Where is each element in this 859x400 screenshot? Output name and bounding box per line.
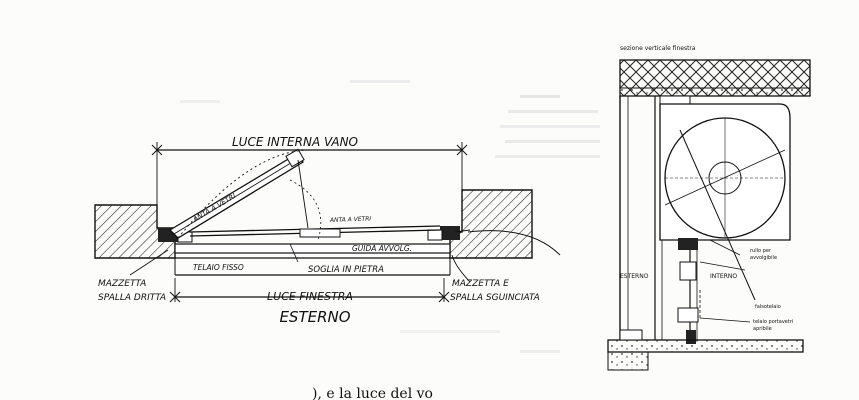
label-rullo-2: avvolgibile <box>750 255 777 261</box>
bleed-through-text <box>180 80 600 353</box>
vertical-wall-lines <box>619 96 701 340</box>
label-telaio-fisso: TELAIO FISSO <box>193 263 244 272</box>
leader-mazzetta-right <box>451 254 471 283</box>
label-telaio-2: apribile <box>753 326 772 332</box>
label-anta-a-vetri-left: ANTA A VETRI <box>191 192 237 224</box>
window-frames <box>158 148 460 263</box>
label-telaio-1: telaio portavetri <box>753 319 793 325</box>
vertical-section-drawing: sezione verticale finestra <box>607 45 811 371</box>
leader-mazzetta-left <box>129 249 169 276</box>
label-luce-interna-vano: LUCE INTERNA VANO <box>232 135 358 149</box>
leader-guida-tip <box>454 229 471 233</box>
vertical-section-title: sezione verticale finestra <box>620 45 696 52</box>
sill-vertical <box>607 329 804 371</box>
vertical-leaders <box>679 129 756 323</box>
sill-soglia <box>174 243 451 276</box>
leader-guida <box>467 230 561 256</box>
label-esterno-plan: ESTERNO <box>279 308 350 326</box>
label-soglia-in-pietra: SOGLIA IN PIETRA <box>308 265 384 275</box>
roller-box <box>659 103 791 241</box>
label-mazzetta-left-2: SPALLA DRITTA <box>98 293 166 303</box>
label-falsotelaio: falsotelaio <box>755 304 781 310</box>
bottom-caption: ), e la luce del vo <box>312 386 433 400</box>
label-mazzetta-right-2: SPALLA SGUINCIATA <box>450 293 540 303</box>
label-luce-finestra: LUCE FINESTRA <box>267 290 353 303</box>
frame-blocks <box>677 238 699 344</box>
dimension-luce-interna-vano <box>151 142 468 215</box>
label-rullo-1: rullo per <box>750 248 772 254</box>
label-anta-a-vetri-right: ANTA A VETRI <box>329 216 372 224</box>
plan-section-drawing: LUCE INTERNA VANO ANTA A VETRI ANTA A VE… <box>94 135 561 326</box>
label-mazzetta-right-1: MAZZETTA E <box>452 279 509 289</box>
label-esterno-vertical: ESTERNO <box>620 273 649 280</box>
lintel-slab <box>619 59 811 111</box>
dimension-luce-finestra <box>169 278 450 303</box>
label-guida-avvolg: GUIDA AVVOLG. <box>352 244 412 253</box>
label-interno-vertical: INTERNO <box>710 273 737 280</box>
label-mazzetta-left-1: MAZZETTA <box>98 279 146 289</box>
right-wall <box>449 189 533 259</box>
